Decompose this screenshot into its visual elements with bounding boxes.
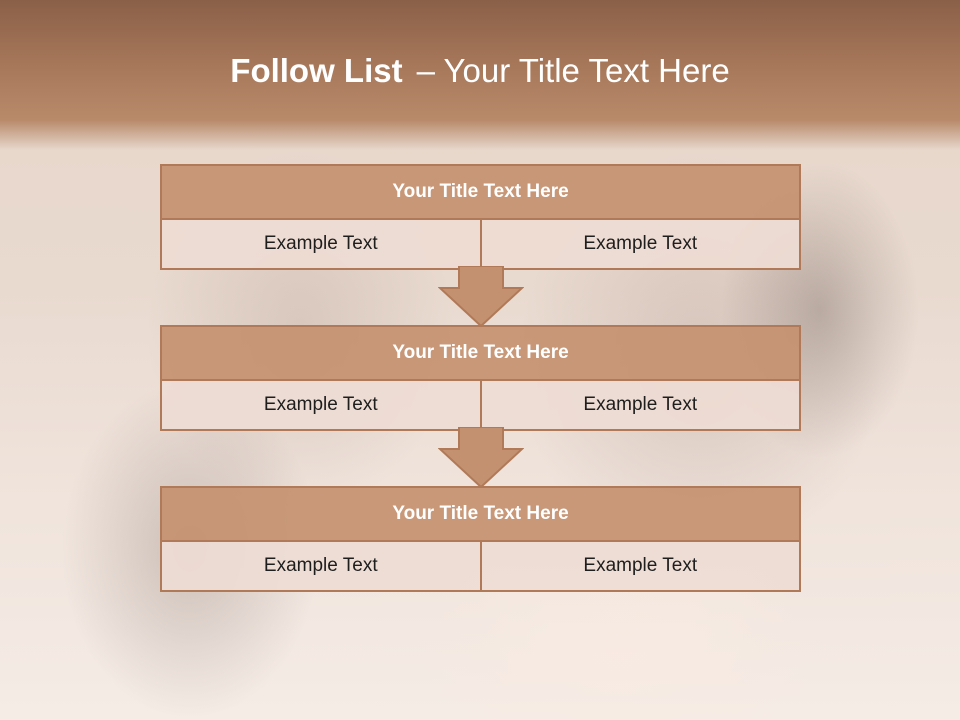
list-block-1: Your Title Text Here Example Text Exampl… [160, 164, 801, 270]
header-band [0, 0, 960, 150]
slide-title-rest: – Your Title Text Here [416, 52, 730, 89]
block-row: Example Text Example Text [160, 220, 801, 270]
block-cell-left: Example Text [160, 220, 482, 270]
down-arrow-icon [438, 266, 524, 328]
list-block-2: Your Title Text Here Example Text Exampl… [160, 325, 801, 431]
block-title: Your Title Text Here [160, 164, 801, 220]
block-row: Example Text Example Text [160, 542, 801, 592]
down-arrow-icon [438, 427, 524, 489]
block-title: Your Title Text Here [160, 325, 801, 381]
block-row: Example Text Example Text [160, 381, 801, 431]
slide-title: Follow List – Your Title Text Here [0, 52, 960, 90]
block-title: Your Title Text Here [160, 486, 801, 542]
block-cell-right: Example Text [481, 220, 801, 270]
block-cell-right: Example Text [481, 542, 801, 592]
slide-title-bold: Follow List [230, 52, 403, 89]
block-cell-left: Example Text [160, 542, 482, 592]
block-cell-left: Example Text [160, 381, 482, 431]
block-cell-right: Example Text [481, 381, 801, 431]
list-block-3: Your Title Text Here Example Text Exampl… [160, 486, 801, 592]
